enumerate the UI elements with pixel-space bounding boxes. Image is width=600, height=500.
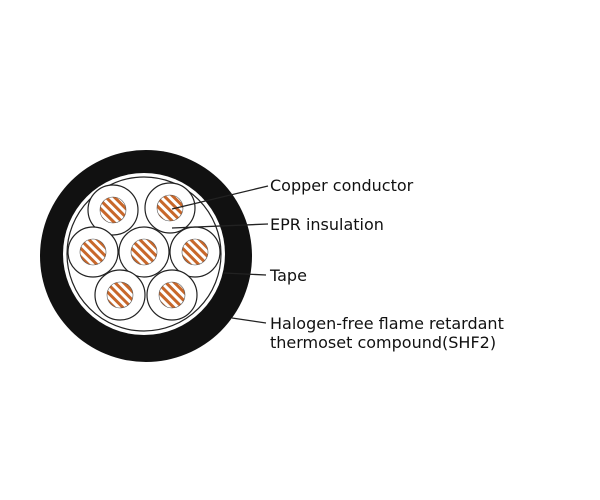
copper-conductor [130,238,158,266]
leader-tape [223,272,267,276]
label-sheath-line1: Halogen-free flame retardant [270,314,504,333]
copper-conductor [79,238,107,266]
label-epr-insulation: EPR insulation [270,215,384,234]
label-tape: Tape [270,266,307,285]
copper-conductor [181,238,209,266]
copper-conductor [156,194,184,222]
tape-layer [66,176,222,332]
copper-conductor [106,281,134,309]
copper-conductor [158,281,186,309]
copper-conductor [99,196,127,224]
label-sheath-line2: thermoset compound(SHF2) [270,333,497,352]
leader-sheath [231,317,267,324]
label-copper-conductor: Copper conductor [270,176,414,195]
leader-conductor [171,185,269,210]
leader-insulation [171,223,269,229]
